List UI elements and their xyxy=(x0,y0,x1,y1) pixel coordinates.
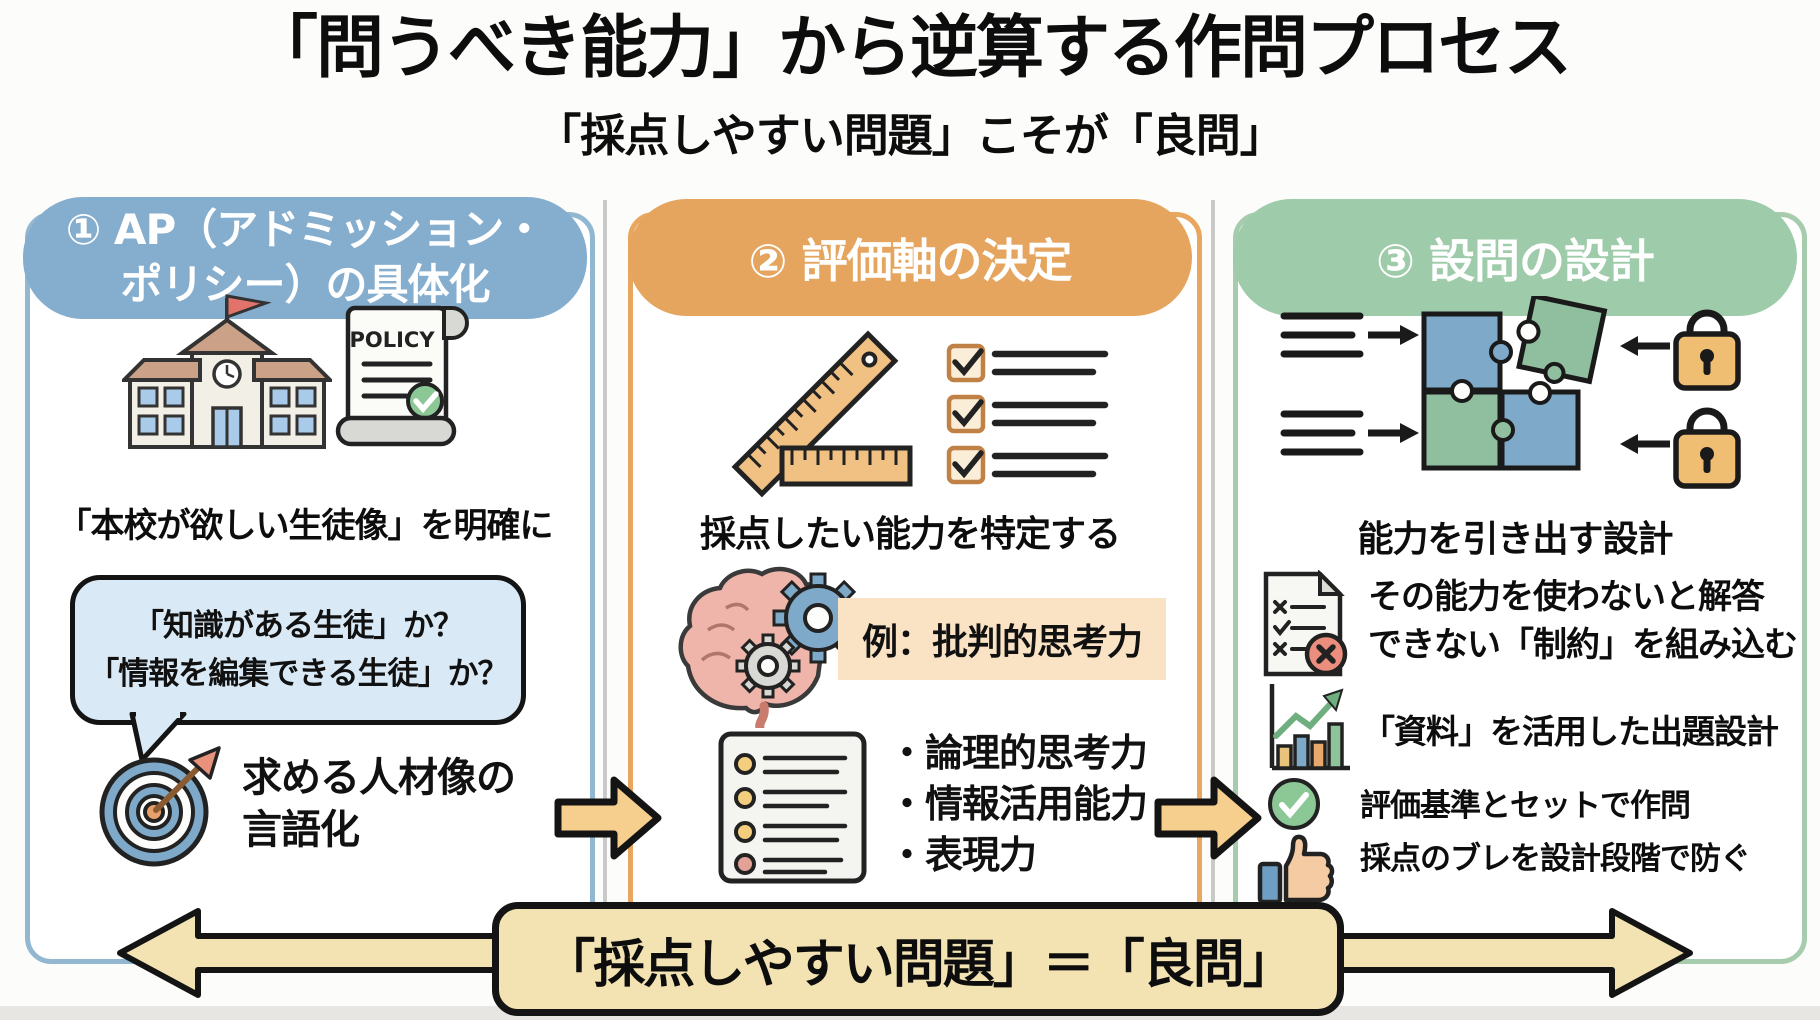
chart-icon xyxy=(1262,678,1354,776)
process-arrow-1-icon xyxy=(552,770,664,866)
column-2-header: ② 評価軸の決定 xyxy=(628,199,1192,316)
page-subtitle: 「採点しやすい問題」こそが「良問」 xyxy=(536,109,1285,162)
speech-bubble: 「知識がある生徒」か？ 「情報を編集できる生徒」か？ xyxy=(70,575,526,725)
thumbs-up-icon xyxy=(1256,834,1340,906)
material-design-text: 「資料」を活用した出題設計 xyxy=(1362,712,1779,751)
bubble-line2: 「情報を編集できる生徒」か？ xyxy=(88,656,508,692)
column-1-caption: 「本校が欲しい生徒像」を明確に xyxy=(57,506,554,546)
target-icon xyxy=(92,740,227,875)
brain-gears-icon xyxy=(668,558,883,728)
column-2-caption: 採点したい能力を特定する xyxy=(699,514,1121,555)
column-3-header: ③ 設問の設計 xyxy=(1233,199,1797,316)
constraint-text-line2: できない「制約」を組み込む xyxy=(1368,624,1798,665)
column-3-header-label: ③ 設問の設計 xyxy=(1376,233,1655,288)
checklist-icon xyxy=(945,342,1110,487)
bubble-line1: 「知識がある生徒」か？ xyxy=(133,607,464,644)
column-1-header-line1: ① AP（アドミッション・ xyxy=(65,205,545,255)
column-1-header-line2: ポリシー）の具体化 xyxy=(120,260,490,309)
column-2-header-label: ② 評価軸の決定 xyxy=(748,233,1073,288)
constraint-doc-icon xyxy=(1260,570,1360,678)
example-highlight: 例：批判的思考力 xyxy=(838,598,1166,680)
rubric-text-line2: 採点のブレを設計段階で防ぐ xyxy=(1360,841,1751,878)
school-icon xyxy=(122,290,332,450)
speech-bubble-tail xyxy=(128,712,192,764)
ruler-icon xyxy=(700,328,935,498)
column-3-caption: 能力を引き出す設計 xyxy=(1357,519,1673,560)
rubric-text: 評価基準とセットで作問 採点のブレを設計段階で防ぐ xyxy=(1360,780,1751,887)
goal-line2: 言語化 xyxy=(242,807,360,853)
check-circle-icon xyxy=(1266,776,1322,832)
rubric-text-line1: 評価基準とセットで作問 xyxy=(1360,788,1691,824)
ability-bullet-list: ・論理的思考力 ・情報活用能力 ・表現力 xyxy=(888,728,1148,881)
column-1-header: ① AP（アドミッション・ ポリシー）の具体化 xyxy=(23,197,587,319)
bullet-item: ・表現力 xyxy=(888,832,1037,877)
column-divider xyxy=(1211,200,1215,910)
process-arrow-2-icon xyxy=(1152,770,1264,866)
page-title: 「問うべき能力」から逆算する作問プロセス xyxy=(249,9,1572,88)
column-divider xyxy=(603,200,607,910)
constraint-text-line1: その能力を使わないと解答 xyxy=(1368,577,1765,617)
bullet-item: ・論理的思考力 xyxy=(888,731,1148,775)
policy-scroll-icon: POLICY xyxy=(332,298,477,448)
bullet-item: ・情報活用能力 xyxy=(888,781,1148,826)
banner-box: 「採点しやすい問題」＝「良問」 xyxy=(492,902,1344,1016)
puzzle-lock-icon xyxy=(1276,296,1741,491)
ability-list-icon xyxy=(715,730,870,885)
constraint-text: その能力を使わないと解答 できない「制約」を組み込む xyxy=(1368,574,1798,669)
goal-line1: 求める人材像の xyxy=(242,755,516,801)
svg-text:POLICY: POLICY xyxy=(349,328,435,352)
goal-text: 求める人材像の 言語化 xyxy=(242,752,516,856)
